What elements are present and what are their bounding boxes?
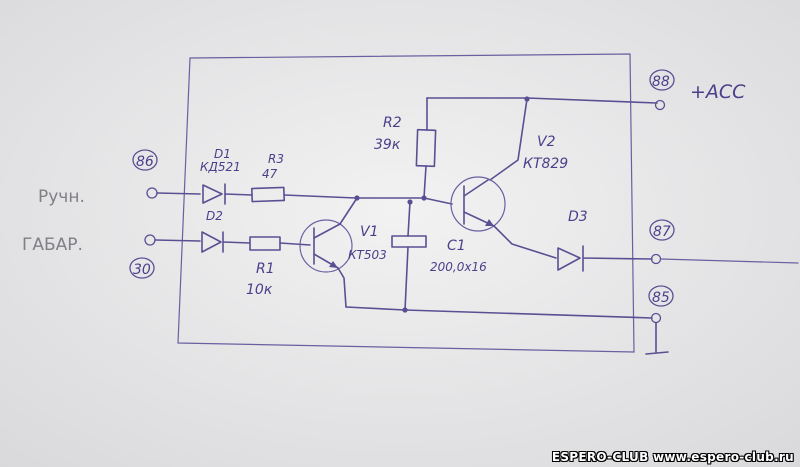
r1-ref: R1 bbox=[256, 261, 275, 277]
resistor-r3 bbox=[251, 186, 286, 203]
capacitor-c1 bbox=[391, 235, 427, 248]
v1-collector-leg bbox=[313, 197, 358, 239]
terminal-30-circle bbox=[129, 257, 155, 279]
v1-part: КТ503 bbox=[348, 248, 387, 262]
d1-ref: D1 bbox=[214, 147, 231, 161]
diode-d3 bbox=[557, 247, 581, 271]
enclosure-outline bbox=[177, 53, 635, 353]
terminal-86-circle bbox=[132, 149, 158, 171]
v2-part: КТ829 bbox=[523, 156, 568, 172]
diode-d3-cathode bbox=[582, 245, 653, 272]
wire-87-out bbox=[660, 258, 799, 264]
c1-value: 200,0х16 bbox=[430, 260, 487, 274]
c1-ref: C1 bbox=[447, 238, 466, 254]
junction-c1 bbox=[407, 199, 413, 205]
watermark: ESPERO-CLUB www.espero-club.ru bbox=[551, 450, 794, 464]
v2-collector-leg bbox=[463, 179, 489, 197]
wire-base-bus bbox=[283, 194, 453, 205]
wire-30 bbox=[154, 239, 201, 242]
v2-emitter-arrow bbox=[485, 219, 494, 226]
wire-v1-emitter bbox=[337, 267, 347, 308]
wire-c1-top bbox=[407, 201, 411, 237]
junction-ground bbox=[402, 307, 408, 313]
diode-d1 bbox=[202, 184, 223, 204]
transistor-v2 bbox=[450, 176, 506, 232]
r2-value: 39к bbox=[374, 137, 401, 153]
terminal-88-circle bbox=[649, 69, 675, 91]
parking-label: ГАБАР. bbox=[22, 235, 83, 255]
junction-r2 bbox=[421, 195, 427, 201]
d1-part: КД521 bbox=[200, 160, 241, 174]
d3-ref: D3 bbox=[568, 209, 588, 225]
terminal-30-label: 30 bbox=[133, 262, 151, 278]
wire-r1-out bbox=[279, 242, 311, 246]
r1-value: 10к bbox=[246, 282, 273, 298]
v2-ref: V2 bbox=[537, 134, 556, 150]
terminal-85-label: 85 bbox=[652, 290, 670, 306]
v1-ref: V1 bbox=[360, 224, 378, 240]
acc-label: +ACC bbox=[690, 81, 746, 103]
r3-ref: R3 bbox=[268, 152, 284, 166]
terminal-85-circle bbox=[648, 285, 674, 307]
wire-86 bbox=[156, 192, 201, 195]
terminal-87-label: 87 bbox=[653, 224, 671, 240]
handbrake-label: Ручн. bbox=[38, 187, 85, 207]
diode-d2 bbox=[201, 231, 222, 253]
d2-ref: D2 bbox=[206, 209, 223, 223]
v1-emitter-arrow bbox=[329, 261, 338, 268]
terminal-87-circle bbox=[649, 219, 675, 241]
wire-c1-bottom bbox=[404, 246, 409, 311]
terminal-88-label: 88 bbox=[652, 74, 670, 90]
ground-icon bbox=[645, 322, 669, 355]
r2-ref: R2 bbox=[383, 115, 402, 131]
diode-d1-cathode bbox=[224, 183, 253, 205]
pin-88 bbox=[654, 99, 666, 111]
transistor-v1 bbox=[299, 219, 353, 273]
wire-r2-bottom bbox=[423, 165, 427, 199]
terminal-86-label: 86 bbox=[136, 154, 154, 170]
diode-d2-cathode bbox=[222, 231, 251, 253]
wire-v2-collector bbox=[489, 98, 528, 181]
wire-v2-emitter bbox=[493, 225, 557, 259]
r3-value: 47 bbox=[262, 167, 278, 181]
